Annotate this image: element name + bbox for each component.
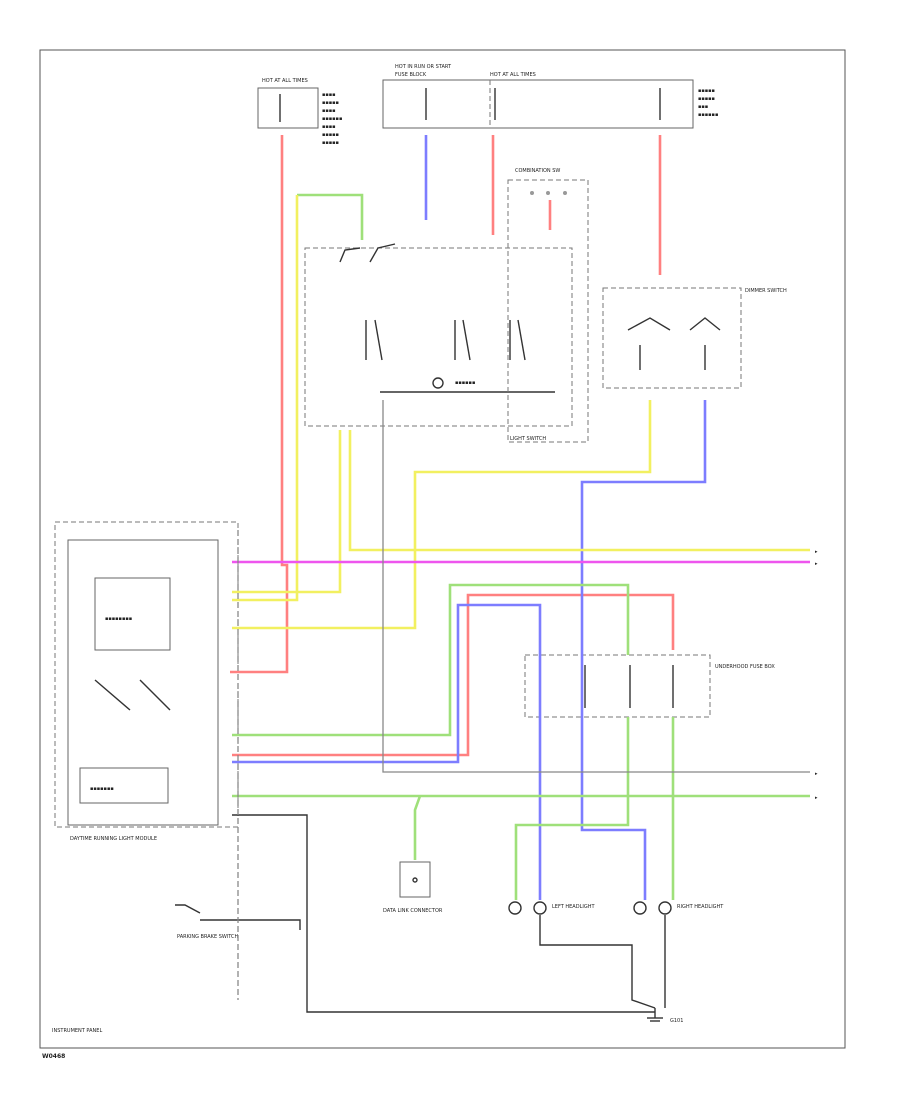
svg-text:▪▪▪▪▪: ▪▪▪▪▪ <box>698 88 715 94</box>
svg-text:▪▪▪▪: ▪▪▪▪ <box>322 108 336 114</box>
fuse-left-header: HOT AT ALL TIMES <box>262 78 308 84</box>
parking-brake-switch: PARKING BRAKE SWITCH <box>175 904 239 940</box>
diagnostic-label: DATA LINK CONNECTOR <box>383 908 443 914</box>
drl-module: ▪▪▪▪▪▪▪▪ ▪▪▪▪▪▪▪ DAYTIME RUNNING LIGHT M… <box>54 521 239 842</box>
wire-red-relay <box>232 593 675 757</box>
wire-blue-head <box>580 810 647 900</box>
svg-text:▪▪▪▪: ▪▪▪▪ <box>322 124 336 130</box>
wire-black-brake <box>200 919 301 930</box>
svg-text:▪▪▪: ▪▪▪ <box>698 104 708 110</box>
right-headlight: RIGHT HEADLIGHT <box>633 901 724 915</box>
left-headlight: LEFT HEADLIGHT <box>508 901 595 915</box>
underhood-fuse-box: UNDERHOOD FUSE BOX <box>524 654 775 718</box>
svg-text:▸: ▸ <box>815 561 818 567</box>
combination-sw-label: COMBINATION SW <box>515 168 560 174</box>
svg-text:▪▪▪▪▪▪▪: ▪▪▪▪▪▪▪ <box>90 786 114 792</box>
wire-green-module <box>232 583 630 737</box>
svg-text:▪▪▪▪▪▪: ▪▪▪▪▪▪ <box>455 380 475 386</box>
relay-box-label: UNDERHOOD FUSE BOX <box>715 664 775 670</box>
edge-connectors: ▸ ▸ ▸ ▸ <box>815 549 818 801</box>
wire-blue-module <box>232 603 542 900</box>
svg-text:▪▪▪▪▪: ▪▪▪▪▪ <box>322 132 339 138</box>
wire-blue-dimmer <box>580 400 707 810</box>
light-switch: LIGHT SWITCH ▪▪▪▪▪▪ <box>304 243 573 442</box>
parking-brake-label: PARKING BRAKE SWITCH <box>177 934 239 940</box>
wire-gray-long <box>382 400 810 773</box>
dimmer-sw-label: DIMMER SWITCH <box>745 288 787 294</box>
svg-text:▸: ▸ <box>815 795 818 801</box>
footer-code: W0468 <box>42 1053 65 1060</box>
svg-text:▪▪▪▪: ▪▪▪▪ <box>322 92 336 98</box>
wire-red-main <box>230 135 289 674</box>
wire-green-top <box>297 193 364 240</box>
data-link-connector: DATA LINK CONNECTOR <box>383 861 443 914</box>
wire-yellow-long <box>348 430 810 552</box>
wire-yellow-dimmer <box>232 400 652 630</box>
wire-black-head <box>539 915 656 1009</box>
wire-black-ground <box>232 814 655 1013</box>
svg-text:▪▪▪▪▪: ▪▪▪▪▪ <box>322 100 339 106</box>
dimmer-switch: DIMMER SWITCH <box>602 287 787 389</box>
svg-text:▪▪▪▪▪▪▪▪: ▪▪▪▪▪▪▪▪ <box>105 616 132 622</box>
svg-text:▸: ▸ <box>815 771 818 777</box>
ground-label: G101 <box>670 1018 683 1024</box>
svg-text:▪▪▪▪▪: ▪▪▪▪▪ <box>698 96 715 102</box>
fuse-block-header: FUSE BLOCK <box>395 72 427 78</box>
combination-switch: COMBINATION SW <box>507 168 589 443</box>
svg-text:▸: ▸ <box>815 549 818 555</box>
wire-yellow-top <box>232 195 299 602</box>
bottom-note: INSTRUMENT PANEL <box>52 1028 102 1034</box>
light-switch-label: LIGHT SWITCH <box>510 436 546 442</box>
fuse-right-header: HOT AT ALL TIMES <box>490 72 536 78</box>
wire-green-dlc <box>413 795 422 860</box>
fuse-box-left: HOT AT ALL TIMES ▪▪▪▪ ▪▪▪▪▪ ▪▪▪▪ ▪▪▪▪▪▪ … <box>257 78 342 146</box>
ground-point: G101 <box>647 1008 683 1024</box>
fuse-center-header: HOT IN RUN OR START <box>395 64 452 70</box>
svg-text:▪▪▪▪▪▪: ▪▪▪▪▪▪ <box>698 112 718 118</box>
fuse-box-center: HOT IN RUN OR START FUSE BLOCK HOT AT AL… <box>382 64 718 129</box>
svg-text:▪▪▪▪▪▪: ▪▪▪▪▪▪ <box>322 116 342 122</box>
wire-green-head <box>514 717 630 900</box>
wire-yellow-switch <box>232 430 342 594</box>
right-headlight-label: RIGHT HEADLIGHT <box>677 904 724 910</box>
diagram-frame <box>39 49 846 1049</box>
module-label: DAYTIME RUNNING LIGHT MODULE <box>70 836 157 842</box>
left-headlight-label: LEFT HEADLIGHT <box>552 904 595 910</box>
svg-text:▪▪▪▪▪: ▪▪▪▪▪ <box>322 140 339 146</box>
